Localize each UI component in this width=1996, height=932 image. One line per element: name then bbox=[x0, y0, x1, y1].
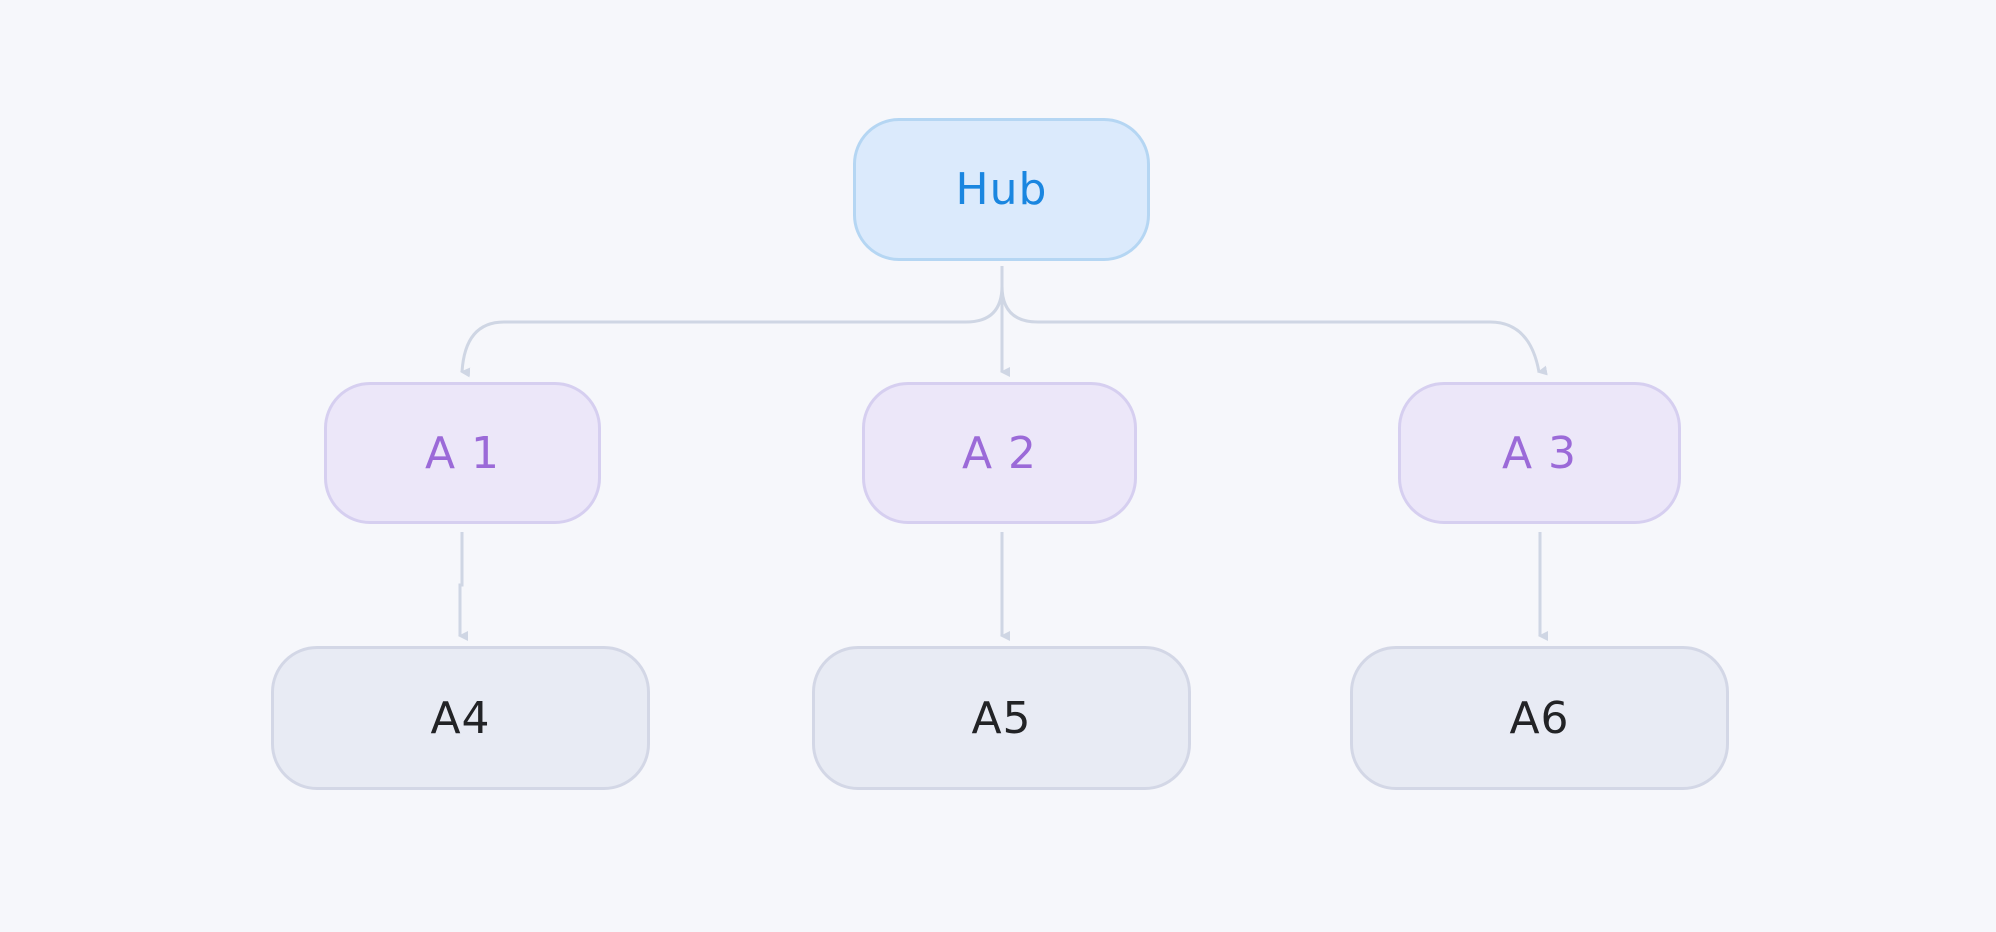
edge-hub-a3 bbox=[1000, 266, 1548, 376]
node-a6[interactable]: A6 bbox=[1350, 646, 1729, 790]
node-a1[interactable]: A 1 bbox=[324, 382, 601, 524]
edge-a1-a4 bbox=[458, 532, 468, 641]
edge-hub-a1 bbox=[460, 266, 1004, 378]
node-a5[interactable]: A5 bbox=[812, 646, 1191, 790]
node-a2[interactable]: A 2 bbox=[862, 382, 1137, 524]
node-a3[interactable]: A 3 bbox=[1398, 382, 1681, 524]
node-a4[interactable]: A4 bbox=[271, 646, 650, 790]
node-hub[interactable]: Hub bbox=[853, 118, 1150, 261]
